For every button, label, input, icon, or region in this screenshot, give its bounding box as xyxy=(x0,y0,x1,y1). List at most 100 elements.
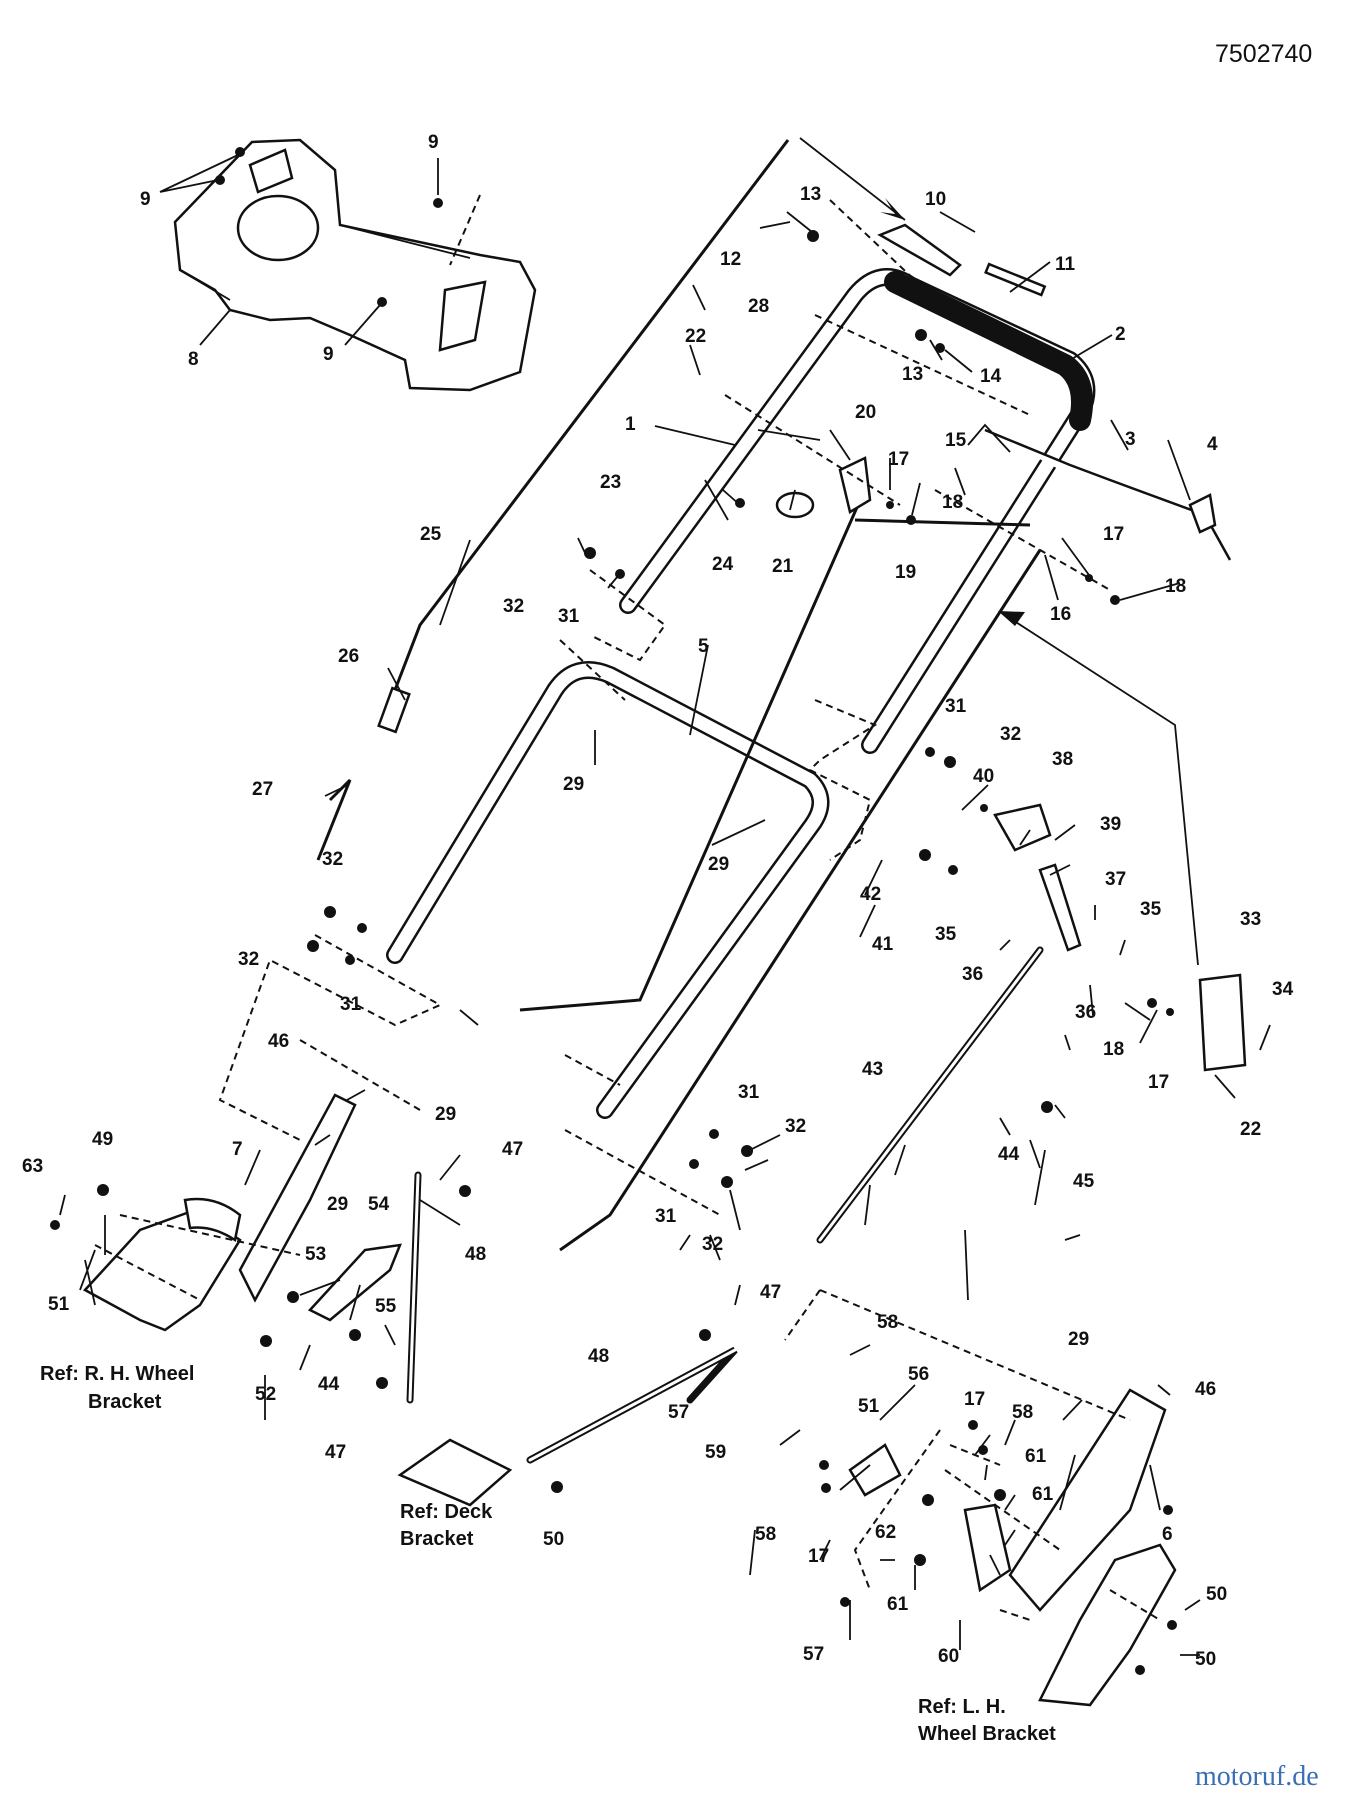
callout-13a: 13 xyxy=(800,184,821,205)
callout-17d: 17 xyxy=(964,1389,985,1410)
knob-38 xyxy=(993,803,1052,852)
callout-42: 42 xyxy=(860,884,881,905)
callout-32c: 32 xyxy=(322,849,343,870)
callout-61a: 61 xyxy=(1025,1446,1047,1467)
arrow-to-10 xyxy=(799,137,906,221)
callout-3: 3 xyxy=(1125,429,1136,450)
callout-53: 53 xyxy=(305,1244,326,1265)
leader-lines xyxy=(59,154,1271,1656)
arrowhead-16 xyxy=(998,611,1025,626)
callout-35a: 35 xyxy=(935,924,957,945)
callout-12: 12 xyxy=(720,249,741,270)
callout-2: 2 xyxy=(1115,324,1126,345)
callout-38: 38 xyxy=(1052,749,1073,770)
callout-14: 14 xyxy=(980,366,1002,387)
document-number: 7502740 xyxy=(1215,40,1312,68)
callout-31b: 31 xyxy=(945,696,967,717)
callout-58b: 58 xyxy=(1012,1402,1033,1423)
callout-61c: 61 xyxy=(887,1594,909,1615)
callout-9a: 9 xyxy=(140,189,151,210)
callout-44b: 44 xyxy=(318,1374,340,1395)
callout-24: 24 xyxy=(712,554,734,575)
callout-1: 1 xyxy=(625,414,636,435)
callout-29d: 29 xyxy=(327,1194,348,1215)
drive-rod-cable xyxy=(519,504,860,1012)
callout-45: 45 xyxy=(1073,1171,1095,1192)
upper-handle-part xyxy=(619,268,1096,754)
callout-34: 34 xyxy=(1272,979,1294,1000)
callout-8: 8 xyxy=(188,349,199,370)
ref-lh-line2: Wheel Bracket xyxy=(918,1723,1056,1745)
callout-23: 23 xyxy=(600,472,621,493)
callout-9c: 9 xyxy=(323,344,334,365)
bail-bracket-20 xyxy=(838,456,872,514)
callout-31a: 31 xyxy=(558,606,580,627)
callout-61b: 61 xyxy=(1032,1484,1054,1505)
callout-46a: 46 xyxy=(268,1031,289,1052)
ref-rh-wheel-bracket: Ref: R. H. Wheel Bracket xyxy=(40,1363,194,1413)
callout-17e: 17 xyxy=(808,1546,829,1567)
callout-25: 25 xyxy=(420,524,442,545)
callout-33: 33 xyxy=(1240,909,1261,930)
ref-deck-line1: Ref: Deck xyxy=(400,1501,493,1523)
callout-48b: 48 xyxy=(588,1346,609,1367)
callout-16: 16 xyxy=(1050,604,1071,625)
hardware-dots xyxy=(50,147,1177,1675)
callout-31e: 31 xyxy=(655,1206,677,1227)
callout-17c: 17 xyxy=(1148,1072,1169,1093)
callout-31c: 31 xyxy=(340,994,362,1015)
callout-50a: 50 xyxy=(543,1529,564,1550)
callout-40: 40 xyxy=(973,766,994,787)
rh-wheel-bracket-part xyxy=(82,1208,242,1332)
callout-60: 60 xyxy=(938,1646,959,1667)
callout-18a: 18 xyxy=(942,492,963,513)
callout-7: 7 xyxy=(232,1139,243,1160)
callout-58c: 58 xyxy=(755,1524,776,1545)
callout-54: 54 xyxy=(368,1194,390,1215)
lh-wheel-bracket-part xyxy=(1038,1543,1177,1707)
callout-19: 19 xyxy=(895,562,916,583)
ref-rh-line2: Bracket xyxy=(88,1391,162,1413)
callout-49: 49 xyxy=(92,1129,113,1150)
callout-37: 37 xyxy=(1105,869,1126,890)
callout-26: 26 xyxy=(338,646,359,667)
callout-18b: 18 xyxy=(1165,576,1186,597)
callout-36b: 36 xyxy=(1075,1002,1096,1023)
clip-4 xyxy=(1188,493,1217,534)
callout-5: 5 xyxy=(698,636,709,657)
callout-29b: 29 xyxy=(708,854,729,875)
callout-11: 11 xyxy=(1055,254,1076,275)
callout-20: 20 xyxy=(855,402,876,423)
callout-32a: 32 xyxy=(503,596,524,617)
arrow-to-16 xyxy=(1004,614,1199,966)
callout-32d: 32 xyxy=(238,949,259,970)
callout-28: 28 xyxy=(748,296,769,317)
callout-17a: 17 xyxy=(888,449,909,470)
callout-10: 10 xyxy=(925,189,946,210)
cable-25-part xyxy=(393,139,790,691)
callout-29a: 29 xyxy=(563,774,584,795)
bracket-33 xyxy=(1198,973,1247,1072)
handle-console-part xyxy=(173,138,537,392)
rod-3 xyxy=(984,428,1232,561)
pin-11 xyxy=(984,262,1047,297)
cable-end xyxy=(316,778,352,861)
sector-gear xyxy=(183,1197,242,1243)
deck-bracket-part xyxy=(397,1438,513,1507)
callout-6: 6 xyxy=(1162,1524,1173,1545)
callout-17b: 17 xyxy=(1103,524,1124,545)
control-cable-part xyxy=(854,518,1031,527)
callout-56: 56 xyxy=(908,1364,929,1385)
callout-57a: 57 xyxy=(668,1402,689,1423)
callout-31d: 31 xyxy=(738,1082,760,1103)
callout-36a: 36 xyxy=(962,964,983,985)
bracket-60 xyxy=(963,1503,1012,1593)
callout-47a: 47 xyxy=(502,1139,523,1160)
callout-43: 43 xyxy=(862,1059,883,1080)
callout-51b: 51 xyxy=(858,1396,880,1417)
knob-21 xyxy=(775,491,815,519)
callout-46b: 46 xyxy=(1195,1379,1216,1400)
ref-lh-wheel-bracket: Ref: L. H. Wheel Bracket xyxy=(918,1696,1056,1745)
callout-51a: 51 xyxy=(48,1294,70,1315)
